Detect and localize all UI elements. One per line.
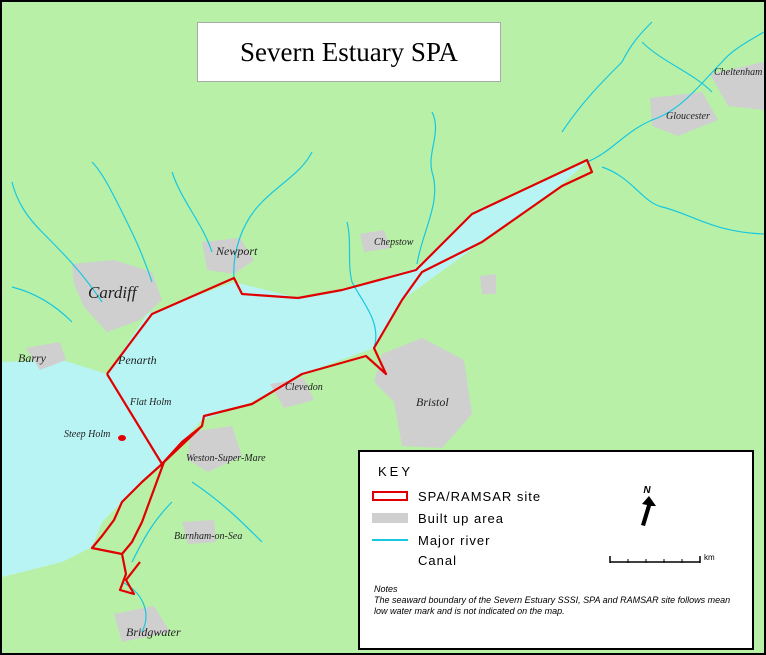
river-brue [131, 501, 173, 563]
map-key: KEY SPA/RAMSAR site Built up area Major … [358, 450, 754, 650]
key-item-label: Canal [418, 552, 457, 568]
key-item-canal: Canal [372, 552, 457, 568]
north-arrow-icon: N [641, 485, 656, 526]
spa-boundary [90, 158, 594, 596]
built-up-cheltenham [710, 62, 764, 110]
cyan-line-swatch-icon [372, 539, 408, 541]
built-up-burnham [182, 520, 216, 544]
label-barry: Barry [18, 351, 46, 365]
white-line-swatch-icon [372, 559, 408, 561]
river-severn-branch [601, 166, 764, 235]
label-cardiff: Cardiff [88, 283, 137, 302]
river-taff [11, 181, 103, 303]
grey-fill-swatch-icon [372, 513, 408, 523]
major-rivers [11, 21, 764, 633]
label-weston: Weston-Super-Mare [186, 453, 266, 464]
river-rhymney [91, 161, 153, 283]
key-item-built: Built up area [372, 510, 504, 526]
built-up-cardiff [72, 260, 162, 332]
built-up-weston [188, 426, 242, 472]
key-item-label: Major river [418, 532, 491, 548]
label-cheltenham: Cheltenham [714, 67, 763, 78]
label-newport: Newport [216, 244, 258, 258]
label-burnham: Burnham-on-Sea [174, 531, 243, 542]
label-gloucester: Gloucester [666, 111, 710, 122]
scale-unit-label: km [704, 553, 715, 562]
river-parrett [121, 581, 147, 633]
notes-text: The seaward boundary of the Severn Estua… [374, 595, 731, 616]
label-chepstow: Chepstow [374, 237, 414, 248]
estuary-water [2, 162, 587, 577]
river-gloucester-arm [561, 21, 653, 133]
built-up-areas [26, 62, 764, 642]
river-avon [346, 221, 377, 349]
built-up-barry [26, 342, 66, 370]
label-bridgwater: Bridgwater [126, 625, 181, 639]
key-title: KEY [378, 464, 414, 479]
label-flat-holm: Flat Holm [130, 397, 172, 408]
red-outline-swatch-icon [372, 491, 408, 501]
label-steep-holm: Steep Holm [64, 429, 111, 440]
river-severn-upper [586, 31, 764, 163]
built-up-bristol [374, 338, 472, 448]
key-item-river: Major river [372, 532, 490, 548]
river-leadon [641, 41, 713, 93]
river-ebbw [171, 171, 213, 253]
built-up-patch [480, 274, 496, 294]
key-item-spa: SPA/RAMSAR site [372, 488, 541, 504]
built-up-newport [202, 238, 254, 274]
map-title: Severn Estuary SPA [197, 22, 501, 82]
north-label: N [643, 485, 651, 496]
key-item-label: SPA/RAMSAR site [418, 488, 542, 504]
notes-title: Notes [374, 584, 398, 594]
label-penarth: Penarth [118, 353, 157, 367]
river-usk [233, 151, 313, 281]
steep-holm-island [118, 435, 126, 441]
label-bristol: Bristol [416, 395, 449, 409]
river-axe [191, 481, 263, 543]
built-up-gloucester [650, 92, 718, 136]
built-up-bridgwater [114, 606, 170, 642]
built-up-chepstow [360, 230, 390, 252]
key-item-label: Built up area [418, 510, 504, 526]
label-clevedon: Clevedon [285, 382, 323, 393]
river-ely [11, 286, 73, 323]
river-wye [416, 111, 437, 265]
scale-bar-icon: km [609, 553, 715, 563]
